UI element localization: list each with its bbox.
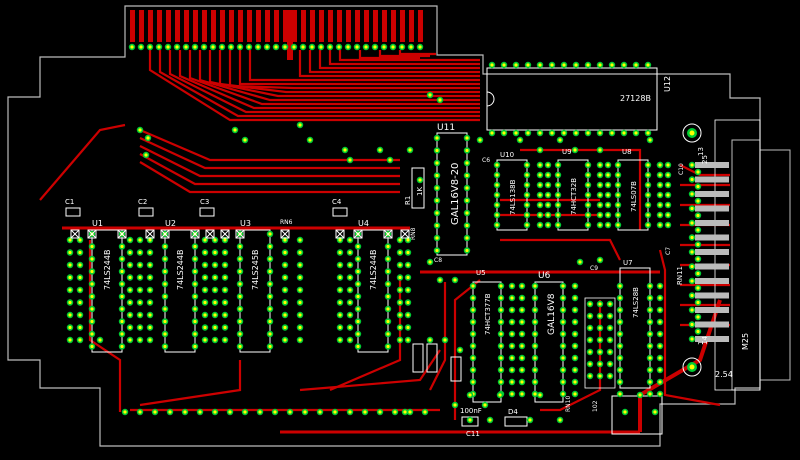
chip-u11-value: GAL16V8-20 [450, 163, 461, 225]
rn8-label: RN8 [410, 227, 417, 240]
chip-u5-body [472, 281, 502, 403]
connector-pin14: 14 [701, 336, 709, 345]
cap-c8-label: C8 [434, 257, 442, 264]
chip-u6-ref: U6 [538, 271, 551, 281]
chip-u4-ref: U4 [358, 219, 369, 228]
connector-pin25: 25 [701, 155, 709, 164]
chip-u6-body [534, 281, 564, 403]
chip-u1-value: 74LS244B [103, 250, 112, 290]
rn6-label: RN6 [280, 219, 293, 226]
chip-outlines [91, 132, 651, 403]
chip-u2-body [164, 229, 196, 353]
chip-u10-value: 74LS138B [509, 179, 517, 215]
chip-u5-ref: U5 [476, 269, 486, 277]
cap-c2 [138, 207, 154, 217]
rn10-value: 102 [592, 400, 599, 412]
cap-c11-label: C11 [466, 430, 480, 438]
resistor-r1-label: R1 [404, 196, 412, 205]
chip-u9-value: 74HCT32B [570, 178, 578, 215]
chip-u10-ref: U10 [500, 151, 514, 159]
cap-c4-label: C4 [332, 198, 342, 206]
chip-u5-value: 74HCT377B [484, 293, 492, 335]
chip-u3-body [239, 229, 271, 353]
cap-c6-label: C6 [482, 157, 490, 164]
r-pack-a [412, 343, 424, 373]
chip-labels: U1 74LS244B U2 74LS244B U3 74LS245B U4 7… [92, 123, 640, 335]
chip-u1-body [91, 229, 123, 353]
cap-c1-label: C1 [65, 198, 74, 206]
cap-c7-label: C7 [665, 247, 672, 255]
cap-c4 [332, 207, 348, 217]
rn10-label: RN10 [565, 396, 572, 412]
connector-pitch: 2.54 [715, 370, 733, 379]
chip-u4-body [357, 229, 389, 353]
jumper-block [584, 297, 616, 389]
chip-u12-value: 27128B [620, 94, 651, 103]
chip-u11-body [436, 132, 468, 256]
passives: C1 C2 C3 C4 C6 C7 C8 C9 C10 100nF C11 R1… [65, 157, 685, 438]
rn11-label: RN11 [676, 266, 684, 285]
r-pack-b [426, 343, 438, 373]
connector-pin1: 1 [697, 341, 705, 345]
connector-pin13: 13 [697, 147, 705, 156]
chip-u3-value: 74LS245B [251, 250, 260, 290]
cap-c3-label: C3 [200, 198, 209, 206]
chip-u7-ref: U7 [623, 259, 633, 267]
board-outline [7, 5, 761, 447]
chip-u6-value: GAL16V8 [547, 293, 557, 335]
chip-u2-ref: U2 [165, 219, 176, 228]
resistor-r1-value: 1K [416, 187, 424, 196]
chip-u12: 27128B U12 [486, 67, 672, 131]
chip-u8-value: 74LS07B [630, 181, 638, 212]
chip-u7-body [619, 267, 651, 389]
connector-ref: M25 [741, 333, 750, 350]
diode-d4 [504, 416, 528, 427]
chip-u9-ref: U9 [562, 148, 572, 156]
cap-c3 [199, 207, 215, 217]
chip-u3-ref: U3 [240, 219, 251, 228]
cap-c11-value: 100nF [460, 407, 482, 415]
chip-u4-value: 74LS244B [369, 250, 378, 290]
r-pack-c [450, 356, 462, 382]
chip-u11-ref: U11 [437, 123, 455, 133]
cap-c9-label: C9 [590, 265, 598, 272]
resistor-r1 [411, 167, 425, 209]
diode-d4-label: D4 [508, 408, 518, 416]
db25-connector: 13 25 1 14 M25 2.54 RN11 [676, 119, 791, 391]
chip-u12-ref: U12 [663, 76, 672, 92]
chip-u2-value: 74LS244B [176, 250, 185, 290]
copper-traces [39, 10, 730, 434]
chip-u7-value: 74LS28B [632, 287, 640, 318]
cap-c2-label: C2 [138, 198, 147, 206]
chip-u8-ref: U8 [622, 148, 632, 156]
edge-connector [130, 10, 423, 42]
cap-c10-label: C10 [678, 163, 685, 175]
cap-c1 [65, 207, 81, 217]
chip-u1-ref: U1 [92, 219, 103, 228]
